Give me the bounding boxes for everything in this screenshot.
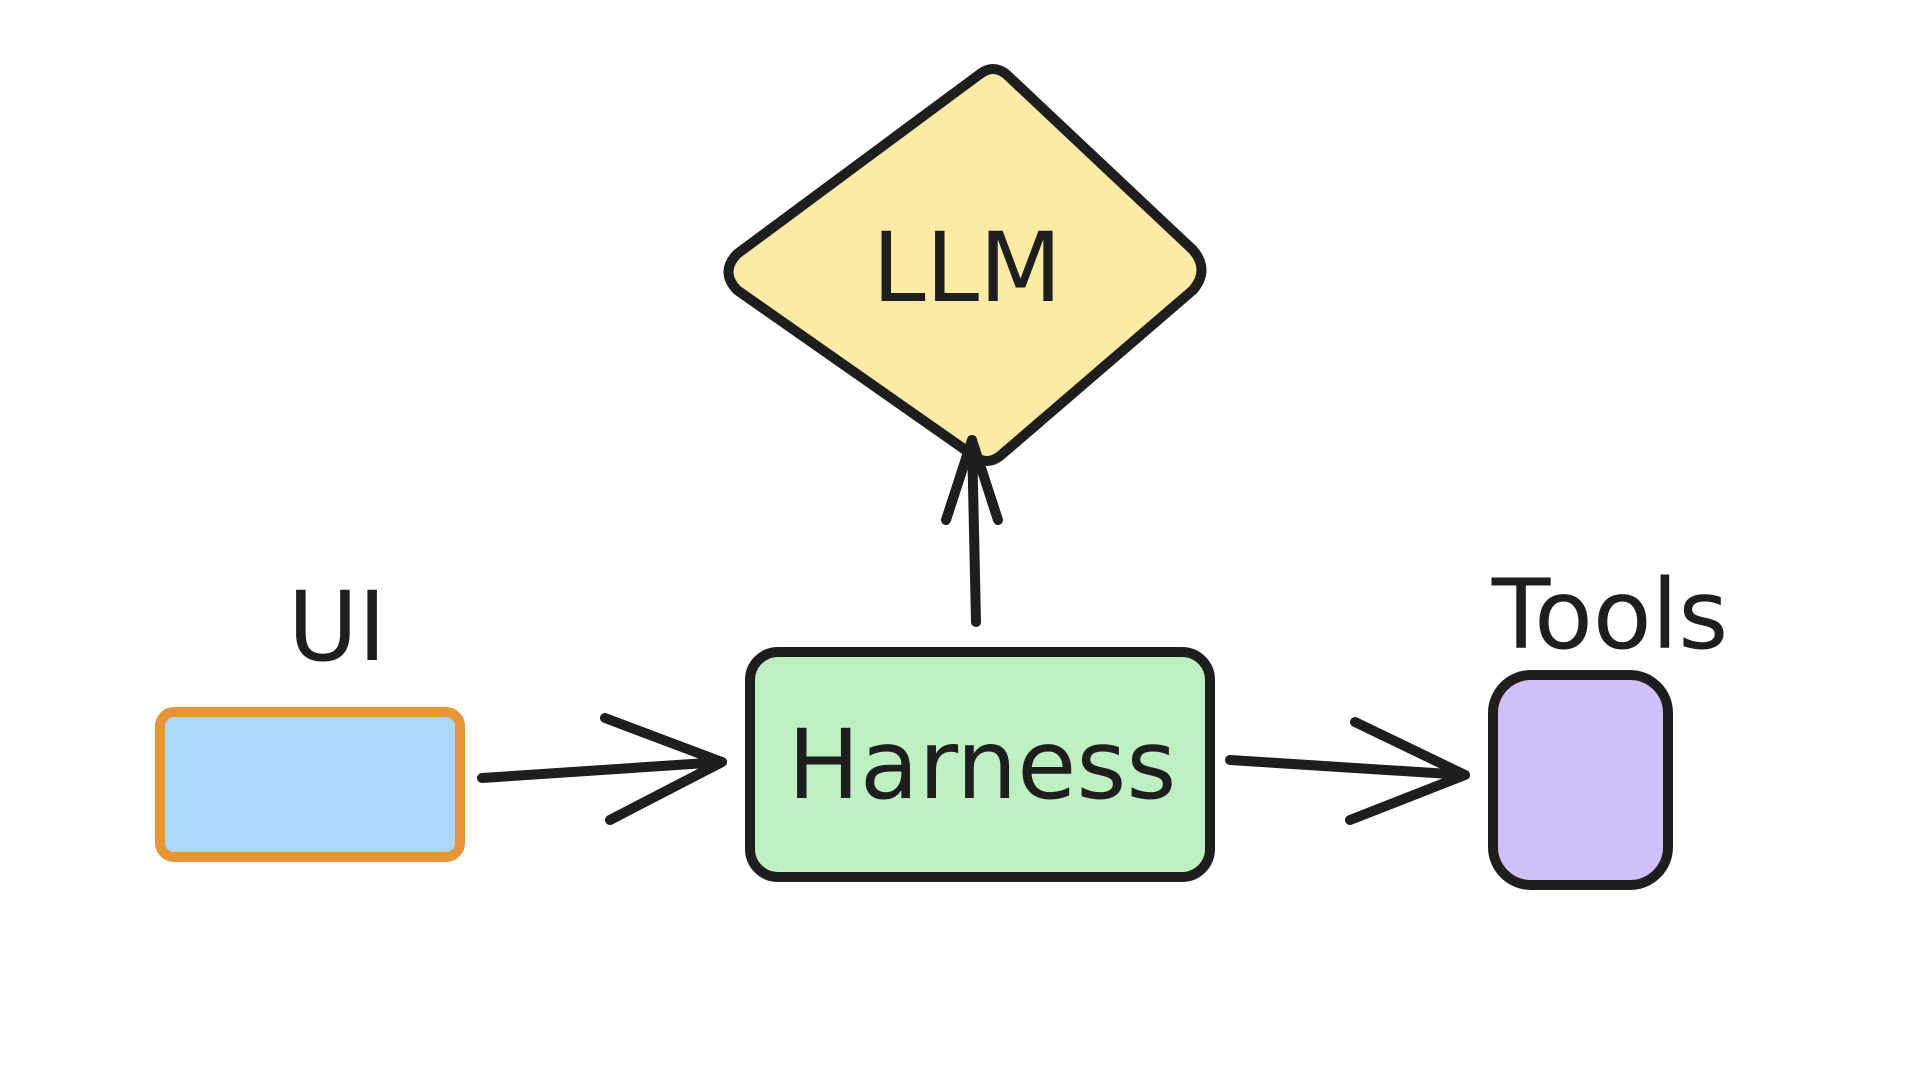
tools-node[interactable]: Tools [1488,559,1728,890]
ui-box-shape [155,707,465,862]
arrowhead [941,435,1003,525]
harness-node[interactable]: Harness [745,647,1215,882]
tools-label: Tools [1491,559,1728,671]
arrowhead [1345,717,1470,825]
ui-node[interactable]: UI [155,571,465,862]
harness-label: Harness [788,709,1177,821]
edge-harness-to-tools [1225,717,1470,825]
harness-box-shape [745,647,1215,882]
arrow-line [477,757,727,783]
edge-ui-to-harness [477,713,727,825]
llm-diamond-shape [723,64,1207,466]
edge-harness-to-llm [941,435,1003,627]
ui-label: UI [288,571,387,683]
tools-box-shape [1488,670,1673,890]
llm-node[interactable]: LLM [723,64,1207,466]
arrow-line [967,435,981,627]
arrowhead [600,713,727,825]
arrow-line [1225,755,1470,780]
llm-label: LLM [872,212,1062,324]
